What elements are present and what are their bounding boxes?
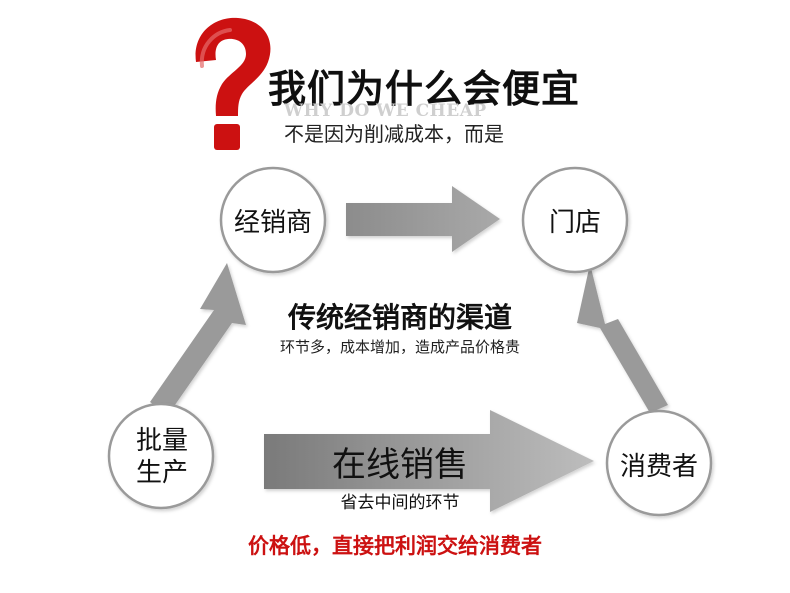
- arrow-online-sales: [264, 410, 594, 512]
- mass-production-line1: 批量: [135, 426, 188, 456]
- arrow-distributor-to-store: [346, 186, 500, 252]
- english-subtitle: WHY DO WE CHEAP: [284, 101, 487, 121]
- page-title: 我们为什么会便宜: [268, 67, 581, 111]
- header-subtitle: 不是因为削减成本，而是: [284, 122, 504, 146]
- node-consumer: [605, 409, 713, 517]
- arrow-production-to-distributor: [150, 263, 246, 415]
- bottom-note: 价格低，直接把利润交给消费者: [248, 534, 542, 558]
- online-sales-subtitle: 省去中间的环节: [340, 493, 460, 513]
- node-store: [521, 166, 629, 274]
- node-store-label: 门店: [548, 208, 601, 238]
- online-sales-title: 在线销售: [332, 445, 468, 485]
- traditional-channel-title: 传统经销商的渠道: [287, 301, 512, 334]
- node-distributor: [219, 166, 327, 274]
- node-mass-production-label: 批量 生产: [108, 425, 216, 489]
- node-consumer-label: 消费者: [619, 452, 698, 482]
- mass-production-line2: 生产: [135, 458, 188, 488]
- node-distributor-label: 经销商: [233, 208, 312, 238]
- question-mark-icon: [195, 17, 271, 150]
- arrow-consumer-to-store: [577, 264, 668, 413]
- traditional-channel-subtitle: 环节多，成本增加，造成产品价格贵: [279, 338, 520, 356]
- node-mass-production: [107, 402, 215, 510]
